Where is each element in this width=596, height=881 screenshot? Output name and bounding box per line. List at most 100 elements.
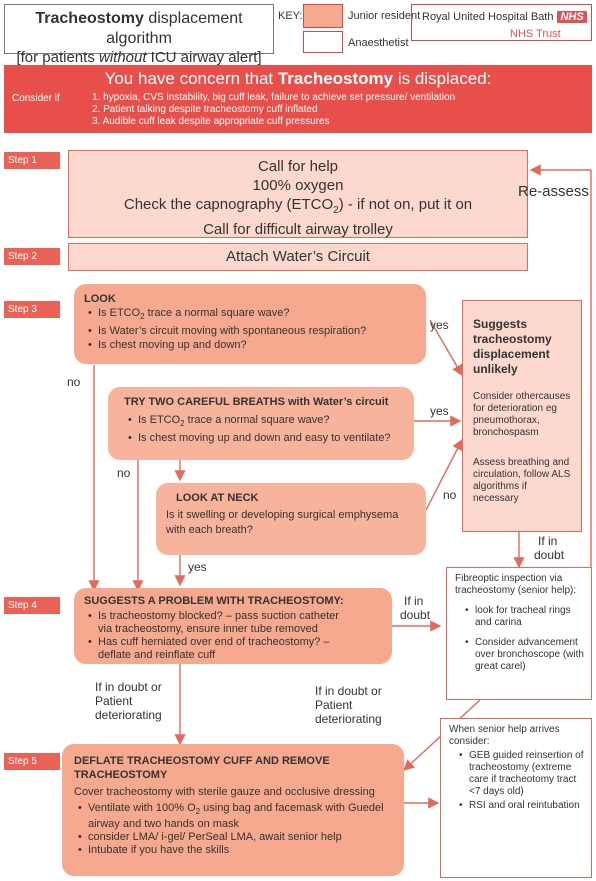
step-4-label: Step 4 [4, 597, 60, 614]
reassess-label: Re-assess [518, 183, 589, 200]
look-q1-sub: 2 [140, 312, 145, 322]
neck-text: Is it swelling or developing surgical em… [166, 509, 399, 536]
call-for-help: Call for help [257, 158, 339, 175]
problem-b2a: Has cuff herniated over end of tracheost… [98, 636, 330, 648]
look-q1-post: trace a normal square wave? [144, 307, 290, 319]
deflate-box: DEFLATE TRACHEOSTOMY CUFF AND REMOVE TRA… [62, 744, 404, 876]
fibreoptic-b2: Consider advancement over bronchoscope (… [475, 637, 585, 673]
key-anaesthetist-swatch [303, 31, 343, 53]
step-3-label: Step 3 [4, 301, 60, 318]
look-q2: Is Water’s circuit moving with spontaneo… [98, 324, 416, 338]
unlikely-box: Suggests tracheostomy displacement unlik… [462, 300, 582, 532]
look-box: LOOK Is ETCO2 trace a normal square wave… [74, 284, 426, 364]
doubt-line: If in doubt or [95, 680, 162, 694]
no-label: no [67, 375, 81, 389]
deflate-b3: Intubate if you have the skills [88, 844, 394, 857]
neck-title: LOOK AT NECK [176, 492, 259, 504]
unlikely-title: Suggests tracheostomy displacement unlik… [473, 317, 552, 376]
algorithm-title: Tracheostomy displacement algorithm [for… [4, 4, 274, 66]
concern-item: 1. hypoxia, CVS instability, big cuff le… [92, 92, 456, 103]
concern-head-bold: Tracheostomy [277, 69, 394, 88]
deflate-title: DEFLATE TRACHEOSTOMY CUFF AND REMOVE TRA… [74, 755, 330, 781]
yes-label: yes [430, 318, 449, 332]
fibreoptic-intro: Fibreoptic inspection via tracheostomy (… [455, 573, 577, 596]
doubt-line: deteriorating [95, 708, 162, 722]
doubt-line: Patient [315, 698, 353, 712]
problem-b1a: Is tracheostomy blocked? – pass suction … [98, 610, 339, 622]
problem-b2: Has cuff herniated over end of tracheost… [98, 636, 382, 662]
concern-heading: You have concern that Tracheostomy is di… [4, 69, 592, 89]
deflate-b1-sub: 2 [195, 807, 201, 817]
concern-item: 2. Patient talking despite tracheostomy … [92, 104, 318, 115]
look-q3: Is chest moving up and down? [98, 338, 416, 352]
concern-head-post: is displaced: [393, 69, 492, 88]
yes-label: yes [188, 560, 207, 574]
oxygen: 100% oxygen [252, 177, 344, 194]
step-5-label: Step 5 [4, 753, 60, 770]
concern-item: 3. Audible cuff leak despite appropriate… [92, 116, 330, 127]
doubt-deteriorating-left: If in doubt or Patient deteriorating [95, 680, 162, 722]
doubt-line: deteriorating [315, 712, 382, 726]
step-2-label: Step 2 [4, 248, 60, 265]
title-sub-pre: [for patients [16, 49, 99, 66]
capnography: Check the capnography (ETCO2) - if not o… [69, 195, 527, 220]
title-rest: displacement algorithm [106, 10, 243, 47]
senior-b1: GEB guided reinsertion of tracheostomy (… [469, 750, 585, 798]
fibreoptic-b1: look for tracheal rings and carina [475, 605, 585, 629]
capno-pre: Check the capnography (ETCO [123, 196, 334, 213]
problem-b1b: via tracheostomy, ensure inner tube remo… [98, 623, 318, 635]
breaths-q1-post: trace a normal square wave? [184, 414, 330, 426]
fibreoptic-box: Fibreoptic inspection via tracheostomy (… [446, 567, 592, 700]
key-anaesthetist-label: Anaesthetist [348, 37, 409, 49]
doubt-line: Patient [95, 694, 133, 708]
deflate-b1-pre: Ventilate with 100% O [88, 802, 196, 814]
title-bold: Tracheostomy [35, 10, 144, 27]
step-1-label: Step 1 [4, 152, 60, 169]
breaths-box: TRY TWO CAREFUL BREATHS with Water’s cir… [108, 387, 414, 460]
key-label: KEY: [278, 10, 303, 22]
concern-banner: You have concern that Tracheostomy is di… [4, 65, 592, 133]
step-1-box: Call for help 100% oxygen Check the capn… [68, 150, 528, 238]
no-label: no [443, 488, 457, 502]
breaths-q1: Is ETCO2 trace a normal square wave? [138, 413, 404, 431]
concern-list: 1. hypoxia, CVS instability, big cuff le… [92, 92, 455, 128]
capno-post: ) - if not on, put it on [338, 196, 473, 213]
unlikely-p1: Consider othercauses for deterioration e… [473, 391, 571, 438]
problem-box: SUGGESTS A PROBLEM WITH TRACHEOSTOMY: Is… [74, 588, 392, 664]
title-sub-em: without [98, 49, 147, 66]
title-sub-post: ICU airway alert] [146, 49, 262, 66]
breaths-title: TRY TWO CAREFUL BREATHS with Water’s cir… [124, 396, 389, 408]
if-in-label: If in [538, 534, 558, 548]
senior-b2: RSI and oral reintubation [469, 800, 585, 812]
neck-box: LOOK AT NECK Is it swelling or developin… [156, 483, 426, 555]
doubt-deteriorating-right: If in doubt or Patient deteriorating [315, 684, 382, 726]
senior-box: When senior help arrives consider: GEB g… [440, 718, 592, 878]
deflate-b1-post: using bag and facemask with Guedel airwa… [88, 802, 384, 831]
senior-intro: When senior help arrives consider: [449, 724, 560, 747]
problem-b1: Is tracheostomy blocked? – pass suction … [98, 610, 382, 636]
hospital-name: Royal United Hospital Bath [422, 11, 554, 23]
look-title: LOOK [84, 293, 116, 305]
deflate-b2: consider LMA/ i-gel/ PerSeal LMA, await … [88, 831, 394, 844]
problem-b2b: deflate and reinflate cuff [98, 649, 216, 661]
key-junior-swatch [303, 4, 343, 28]
step-2-box: Attach Water’s Circuit [68, 243, 528, 271]
concern-head-pre: You have concern that [104, 69, 278, 88]
doubt-label: doubt [400, 608, 431, 622]
look-q1-pre: Is ETCO [98, 307, 141, 319]
unlikely-p2: Assess breathing and circulation, follow… [473, 457, 571, 504]
key-junior-label: Junior resident [348, 10, 421, 22]
if-in-label: If in [404, 594, 424, 608]
deflate-line: Cover tracheostomy with sterile gauze an… [74, 786, 375, 798]
problem-title: SUGGESTS A PROBLEM WITH TRACHEOSTOMY: [84, 595, 344, 607]
doubt-line: If in doubt or [315, 684, 382, 698]
deflate-b1: Ventilate with 100% O2 using bag and fac… [88, 802, 394, 831]
yes-label: yes [430, 404, 449, 418]
consider-label: Consider if [12, 93, 60, 104]
look-q1: Is ETCO2 trace a normal square wave? [98, 306, 416, 324]
nhs-trust: NHS Trust [510, 28, 561, 40]
breaths-q2: Is chest moving up and down and easy to … [138, 431, 404, 445]
airway-trolley: Call for difficult airway trolley [203, 221, 393, 238]
no-label: no [117, 466, 131, 480]
